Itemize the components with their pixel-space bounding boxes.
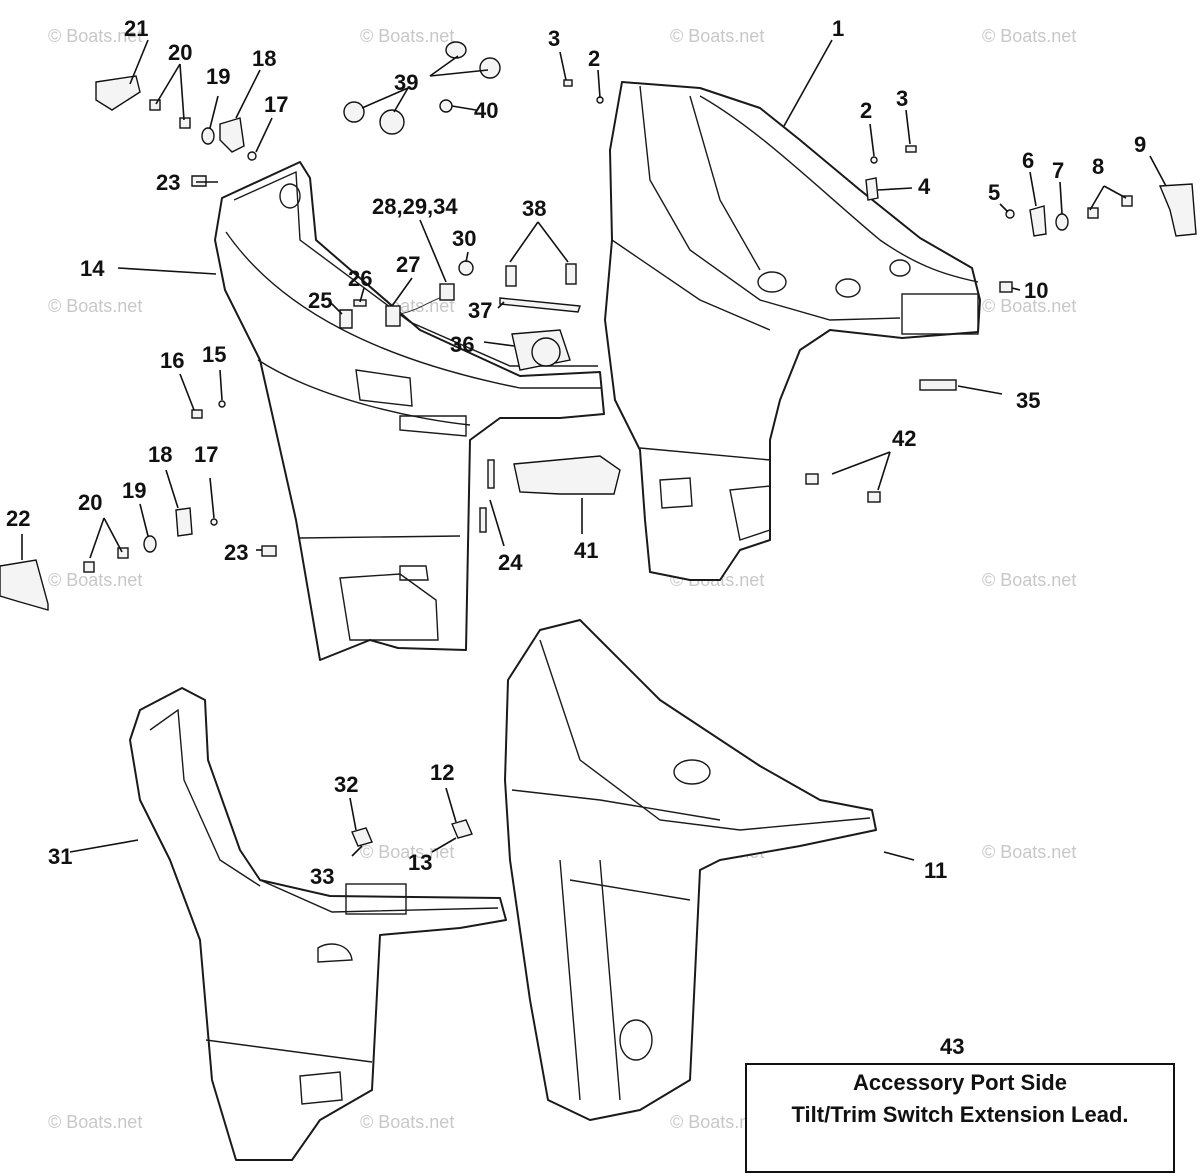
callout-labels: 1 2 2 3 3 4 5 6 7 8 9 10 11 12 13 14 15 … — [6, 16, 1146, 1059]
callout-36: 36 — [450, 332, 474, 357]
callout-20: 20 — [168, 40, 192, 65]
callout-6: 6 — [1022, 148, 1034, 173]
callout-33: 33 — [310, 864, 334, 889]
watermark: © Boats.net — [48, 296, 142, 316]
callout-19: 19 — [122, 478, 146, 503]
callout-15: 15 — [202, 342, 226, 367]
callout-10: 10 — [1024, 278, 1048, 303]
callout-9: 9 — [1134, 132, 1146, 157]
callout-18: 18 — [148, 442, 172, 467]
watermark: © Boats.net — [982, 296, 1076, 316]
callout-1: 1 — [832, 16, 844, 41]
callout-8: 8 — [1092, 154, 1104, 179]
callout-24: 24 — [498, 550, 523, 575]
callout-30: 30 — [452, 226, 476, 251]
callout-26: 26 — [348, 266, 372, 291]
watermark: © Boats.net — [982, 842, 1076, 862]
callout-16: 16 — [160, 348, 184, 373]
callout-23: 23 — [156, 170, 180, 195]
callout-19: 19 — [206, 64, 230, 89]
callout-17: 17 — [264, 92, 288, 117]
callout-37: 37 — [468, 298, 492, 323]
watermark: © Boats.net — [360, 26, 454, 46]
callout-2: 2 — [588, 46, 600, 71]
callout-13: 13 — [408, 850, 432, 875]
callout-18: 18 — [252, 46, 276, 71]
leader-lines — [21, 39, 1167, 861]
callout-20: 20 — [78, 490, 102, 515]
callout-3: 3 — [548, 26, 560, 51]
callout-17: 17 — [194, 442, 218, 467]
accessory-box-line2: Tilt/Trim Switch Extension Lead. — [792, 1102, 1129, 1127]
callout-28-29-34: 28,29,34 — [372, 194, 458, 219]
part-11-lower-right-cowl — [504, 619, 877, 1121]
part-1-starboard-lower-cowl — [604, 81, 981, 581]
accessory-box-frame — [745, 1063, 1175, 1173]
callout-5: 5 — [988, 180, 1000, 205]
callout-43: 43 — [940, 1034, 964, 1059]
callout-3: 3 — [896, 86, 908, 111]
accessory-port-box: Accessory Port Side Tilt/Trim Switch Ext… — [745, 1063, 1175, 1173]
callout-38: 38 — [522, 196, 546, 221]
callout-39: 39 — [394, 70, 418, 95]
callout-31: 31 — [48, 844, 72, 869]
part-14-port-lower-cowl — [214, 161, 605, 661]
watermark: © Boats.net — [670, 26, 764, 46]
callout-22: 22 — [6, 506, 30, 531]
callout-2: 2 — [860, 98, 872, 123]
watermark: © Boats.net — [48, 26, 142, 46]
callout-4: 4 — [918, 174, 931, 199]
callout-32: 32 — [334, 772, 358, 797]
watermark: © Boats.net — [982, 26, 1076, 46]
callout-42: 42 — [892, 426, 916, 451]
callout-14: 14 — [80, 256, 105, 281]
watermark: © Boats.net — [670, 1112, 764, 1132]
callout-23: 23 — [224, 540, 248, 565]
callout-7: 7 — [1052, 158, 1064, 183]
watermark: © Boats.net — [360, 842, 454, 862]
callout-25: 25 — [308, 288, 332, 313]
accessory-box-line1: Accessory Port Side — [853, 1070, 1067, 1095]
small-hardware — [0, 41, 1197, 1161]
callout-27: 27 — [396, 252, 420, 277]
watermark: © Boats.net — [48, 1112, 142, 1132]
callout-12: 12 — [430, 760, 454, 785]
watermark: © Boats.net — [360, 1112, 454, 1132]
watermark: © Boats.net — [982, 570, 1076, 590]
callout-11: 11 — [924, 858, 947, 883]
callout-40: 40 — [474, 98, 498, 123]
watermark: © Boats.net — [48, 570, 142, 590]
callout-35: 35 — [1016, 388, 1040, 413]
callout-21: 21 — [124, 16, 148, 41]
part-31-lower-left-cowl — [129, 687, 507, 1161]
callout-41: 41 — [574, 538, 598, 563]
